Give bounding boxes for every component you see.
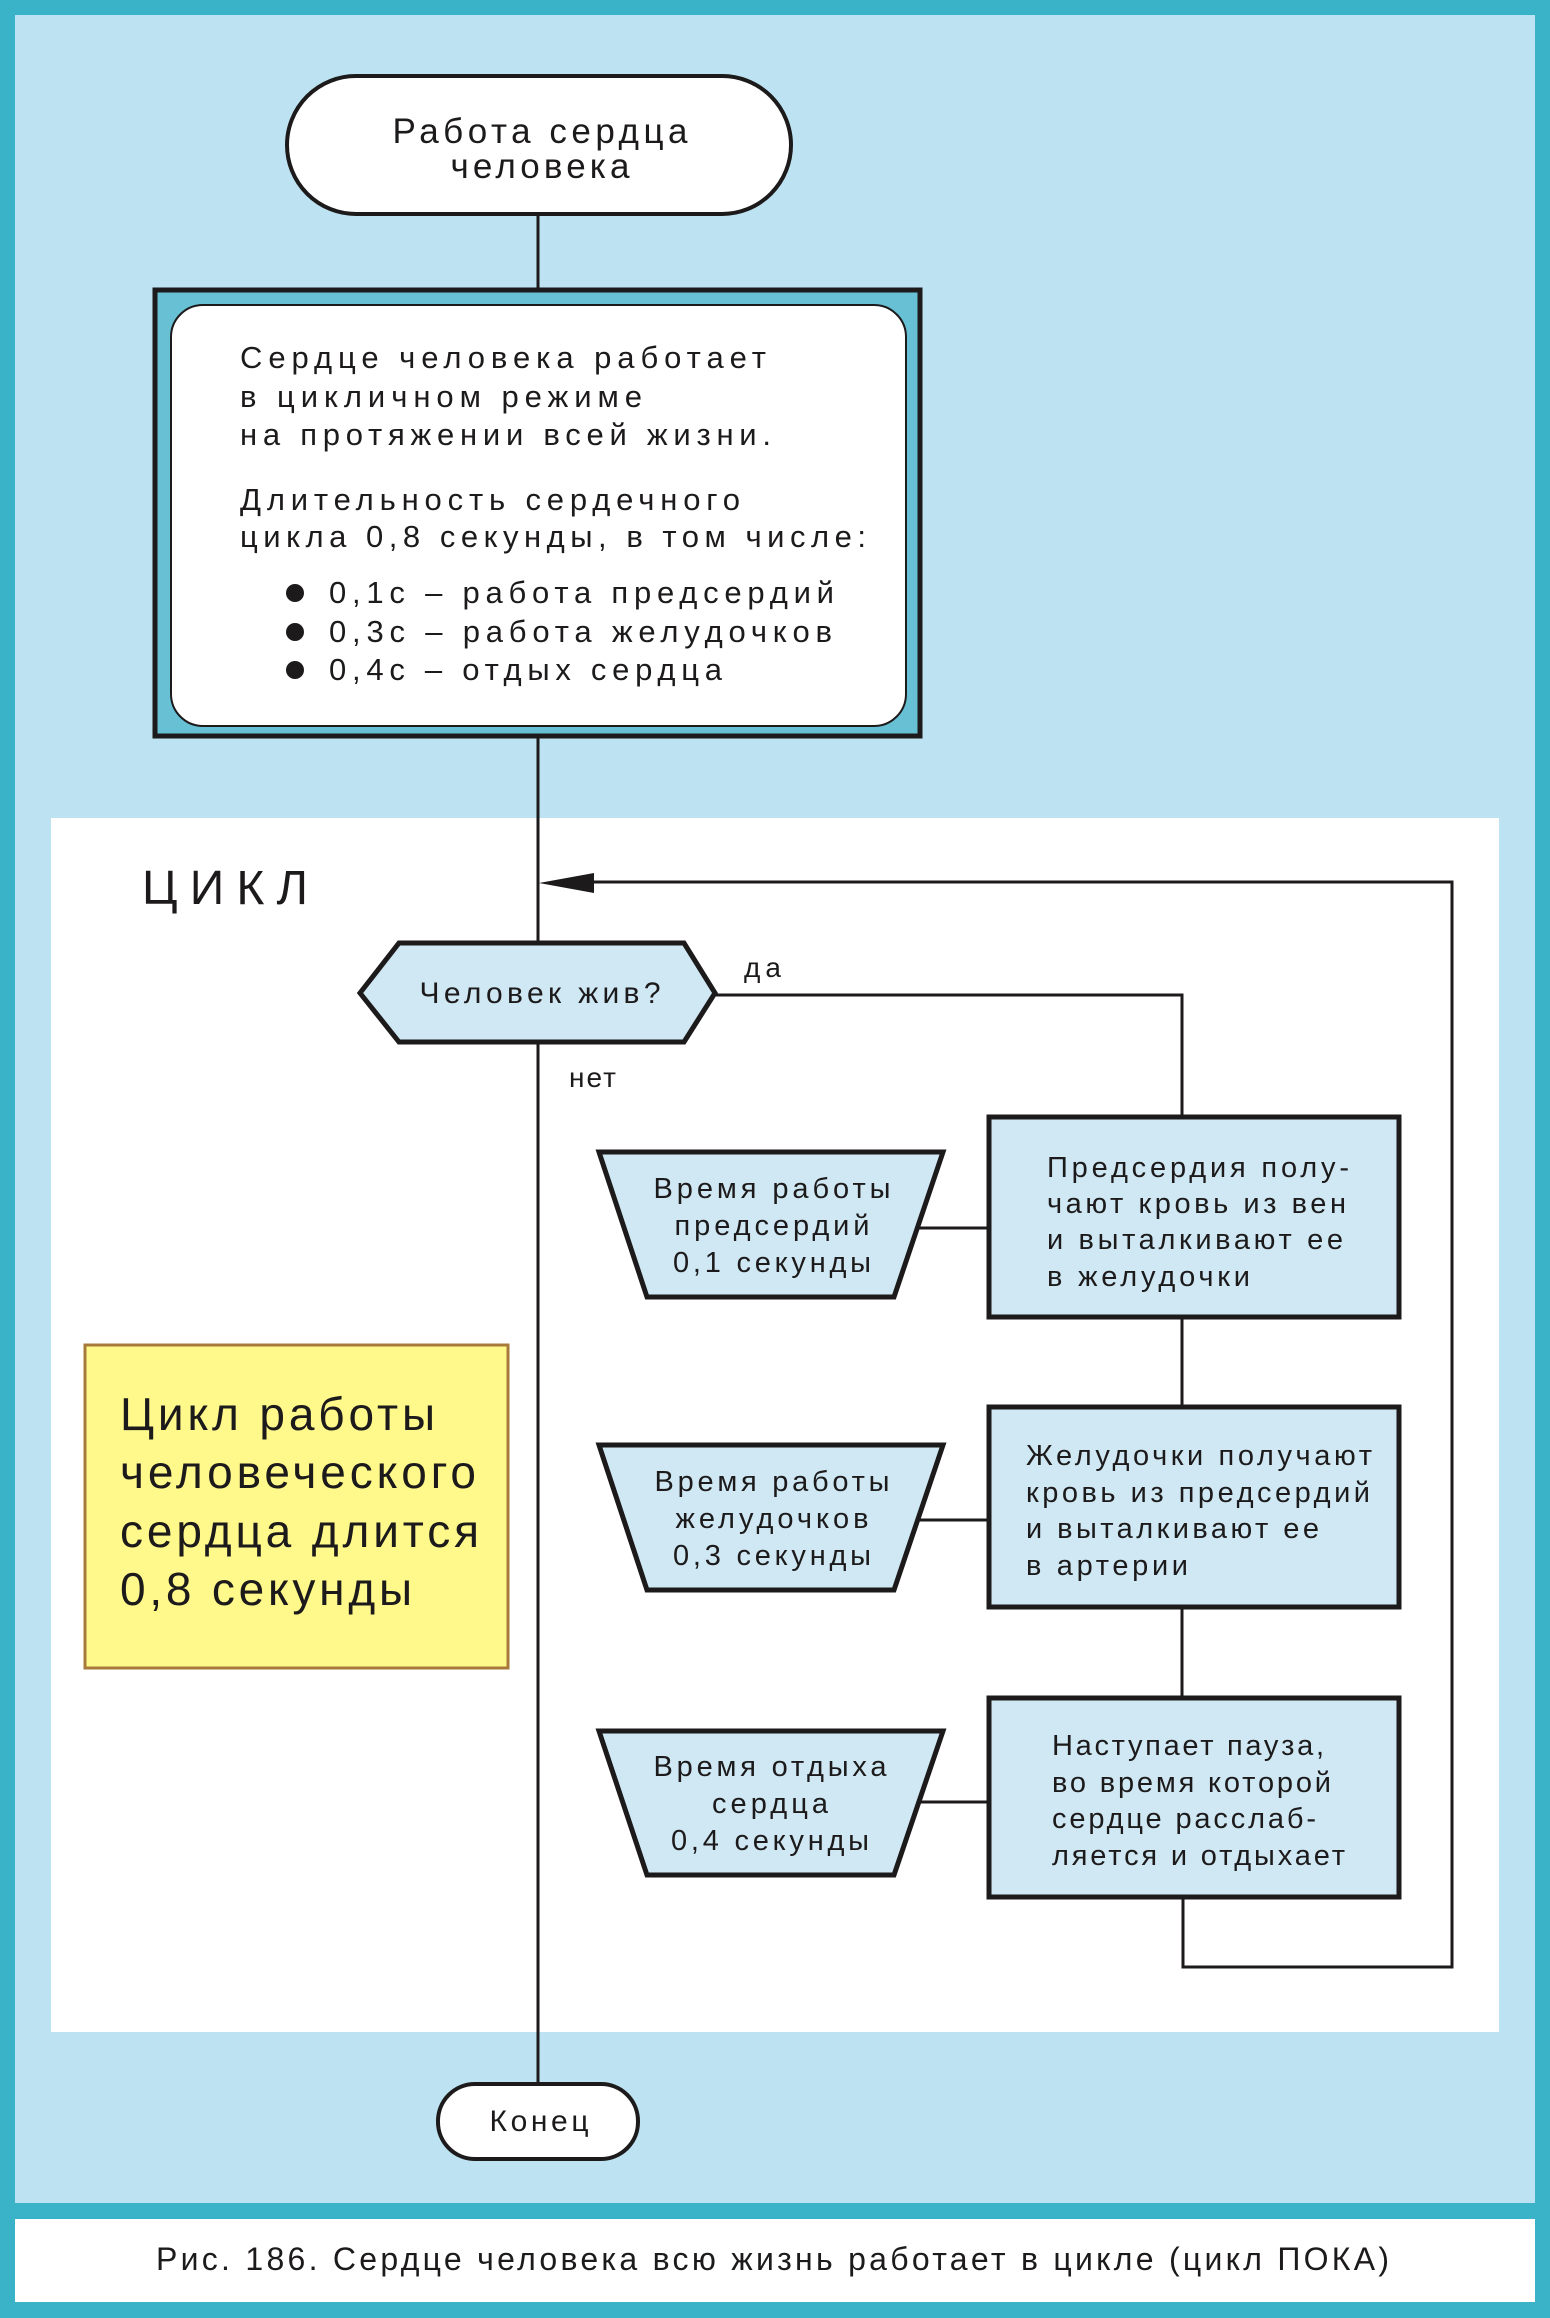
action-box: [986, 1695, 1402, 1900]
action-text: кровь из предсердий: [1026, 1477, 1370, 1509]
time-trapezoid: [595, 1728, 947, 1878]
action-text: Предсердия полу-: [1047, 1152, 1349, 1184]
start-line-1: Работа сердца: [393, 112, 689, 151]
start-terminator-shape: [285, 74, 793, 216]
intro-block-panel: [170, 304, 907, 727]
cycle-duration-note: Цикл работы человеческого сердца длится …: [83, 1343, 510, 1670]
time-trapezoid: [595, 1149, 947, 1300]
end-terminator-shape: [436, 2082, 640, 2161]
caption-background: [15, 2219, 1535, 2302]
start-terminator: Работа сердца человека: [285, 74, 793, 216]
action-text: в желудочки: [1047, 1261, 1250, 1293]
action-text: в артерии: [1026, 1550, 1188, 1582]
intro-text-line: на протяжении всей жизни.: [240, 417, 771, 452]
action-text: сердце расслаб-: [1052, 1803, 1316, 1835]
bullet-icon: [286, 584, 304, 602]
intro-bullet: 0,1с – работа предсердий: [329, 575, 834, 610]
intro-text-line: цикла 0,8 секунды, в том числе:: [240, 519, 866, 554]
end-label: Конец: [490, 2105, 589, 2138]
time-trapezoid: [595, 1442, 947, 1593]
step-atria: Время работы предсердий 0,1 секунды Пред…: [595, 1114, 1402, 1320]
intro-block: Сердце человека работает в цикличном реж…: [152, 287, 923, 739]
note-box: [83, 1343, 510, 1670]
loop-arrow-icon: [539, 873, 594, 893]
action-text: чают кровь из вен: [1047, 1188, 1346, 1220]
time-text: Время работы: [654, 1173, 891, 1205]
action-box: [986, 1404, 1402, 1610]
yes-branch-line: [715, 993, 1184, 1117]
intro-bullet: 0,3с – работа желудочков: [329, 614, 832, 649]
action-box: [986, 1114, 1402, 1320]
bullet-icon: [286, 661, 304, 679]
step-ventricles: Время работы желудочков 0,3 секунды Желу…: [595, 1404, 1402, 1610]
time-text: желудочков: [676, 1503, 869, 1535]
action-text: и выталкивают ее: [1047, 1224, 1343, 1256]
action-text: во время которой: [1052, 1767, 1331, 1799]
time-text: предсердий: [675, 1210, 870, 1242]
end-terminator: Конец: [436, 2082, 640, 2161]
step-rest: Время отдыха сердца 0,4 секунды Наступае…: [595, 1695, 1402, 1900]
time-text: Время работы: [655, 1466, 890, 1498]
decision-shape: [356, 940, 718, 1045]
intro-text-line: Сердце человека работает: [240, 340, 766, 375]
loop-return-line: [590, 880, 1454, 1969]
intro-text-line: Длительность сердечного: [240, 482, 740, 517]
note-text: сердца длится: [120, 1505, 479, 1557]
bullet-icon: [286, 623, 304, 641]
note-text: человеческого: [120, 1446, 476, 1498]
note-text: Цикл работы: [120, 1388, 435, 1440]
action-text: Желудочки получают: [1026, 1440, 1372, 1472]
intro-text-line: в цикличном режиме: [240, 379, 642, 414]
no-label: нет: [569, 1062, 616, 1093]
figure-caption: Рис. 186. Сердце человека всю жизнь рабо…: [156, 2241, 1389, 2277]
action-text: и выталкивают ее: [1026, 1513, 1319, 1545]
decision-text: Человек жив?: [420, 977, 661, 1010]
decision-person-alive: Человек жив?: [356, 940, 718, 1045]
